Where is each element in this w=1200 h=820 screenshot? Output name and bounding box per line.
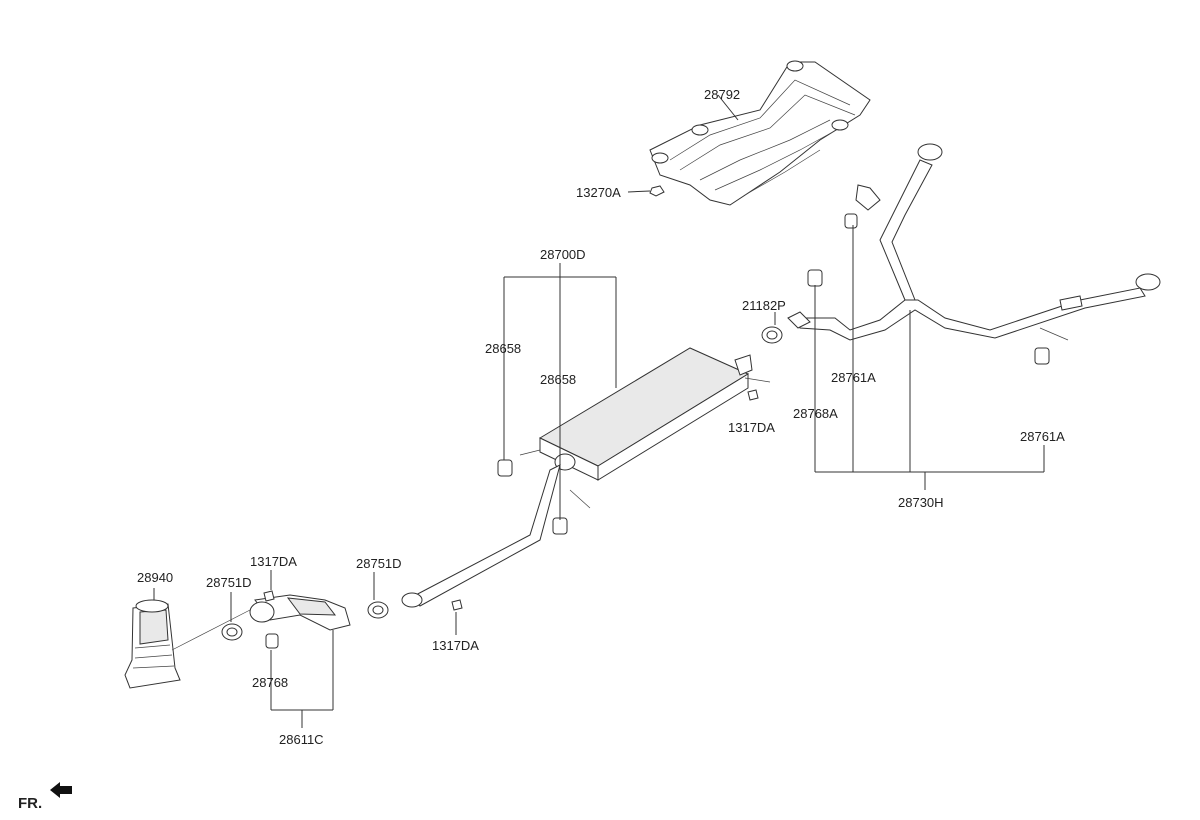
label-heat-protector: 28792 [704,87,740,102]
gasket-front-part [367,601,389,619]
rear-muffler-pipe-part [797,143,1161,341]
label-front-pipe-assy: 28611C [279,732,324,747]
nut-cat-part [263,590,275,602]
center-muffler-part [538,347,753,481]
gasket-cat-part [221,623,243,641]
label-hanger-rear-3: 28761A [1020,429,1065,444]
hanger-front-part [265,633,279,649]
label-hanger-front: 28768 [252,675,288,690]
rear-flange-part [787,311,811,329]
hanger-rear-3-part [1034,347,1050,365]
hanger-rear-1-part [844,213,858,229]
label-nut-cat: 1317DA [250,554,297,569]
label-hanger-rear-1: 28761A [831,370,876,385]
heat-protector-part [649,60,871,206]
label-gasket-rear: 21182P [742,298,786,313]
label-heat-protector-nut: 13270A [576,185,621,200]
label-gasket-front: 28751D [356,556,402,571]
heat-protector-nut-part [649,185,665,197]
label-center-muffler-assy: 28700D [540,247,586,262]
center-pipe-part [401,464,561,608]
front-arrow-icon [50,782,72,798]
front-pipe-part [249,594,351,631]
nut-front-part [451,599,463,611]
hanger-left-part [497,459,513,477]
catalytic-converter-part [124,599,181,689]
label-hanger-left: 28658 [485,341,521,356]
label-gasket-cat: 28751D [206,575,252,590]
hanger-center-part [552,517,568,535]
rear-gasket-part [761,326,783,344]
label-nut-front: 1317DA [432,638,479,653]
label-nut-center: 1317DA [728,420,775,435]
label-hanger-rear-2: 28768A [793,406,838,421]
label-hanger-center: 28658 [540,372,576,387]
label-catalytic-converter: 28940 [137,570,173,585]
hanger-rear-2-part [807,269,823,287]
label-rear-muffler-assy: 28730H [898,495,944,510]
nut-center-part [747,389,759,401]
label-front-indicator: FR. [18,795,42,812]
